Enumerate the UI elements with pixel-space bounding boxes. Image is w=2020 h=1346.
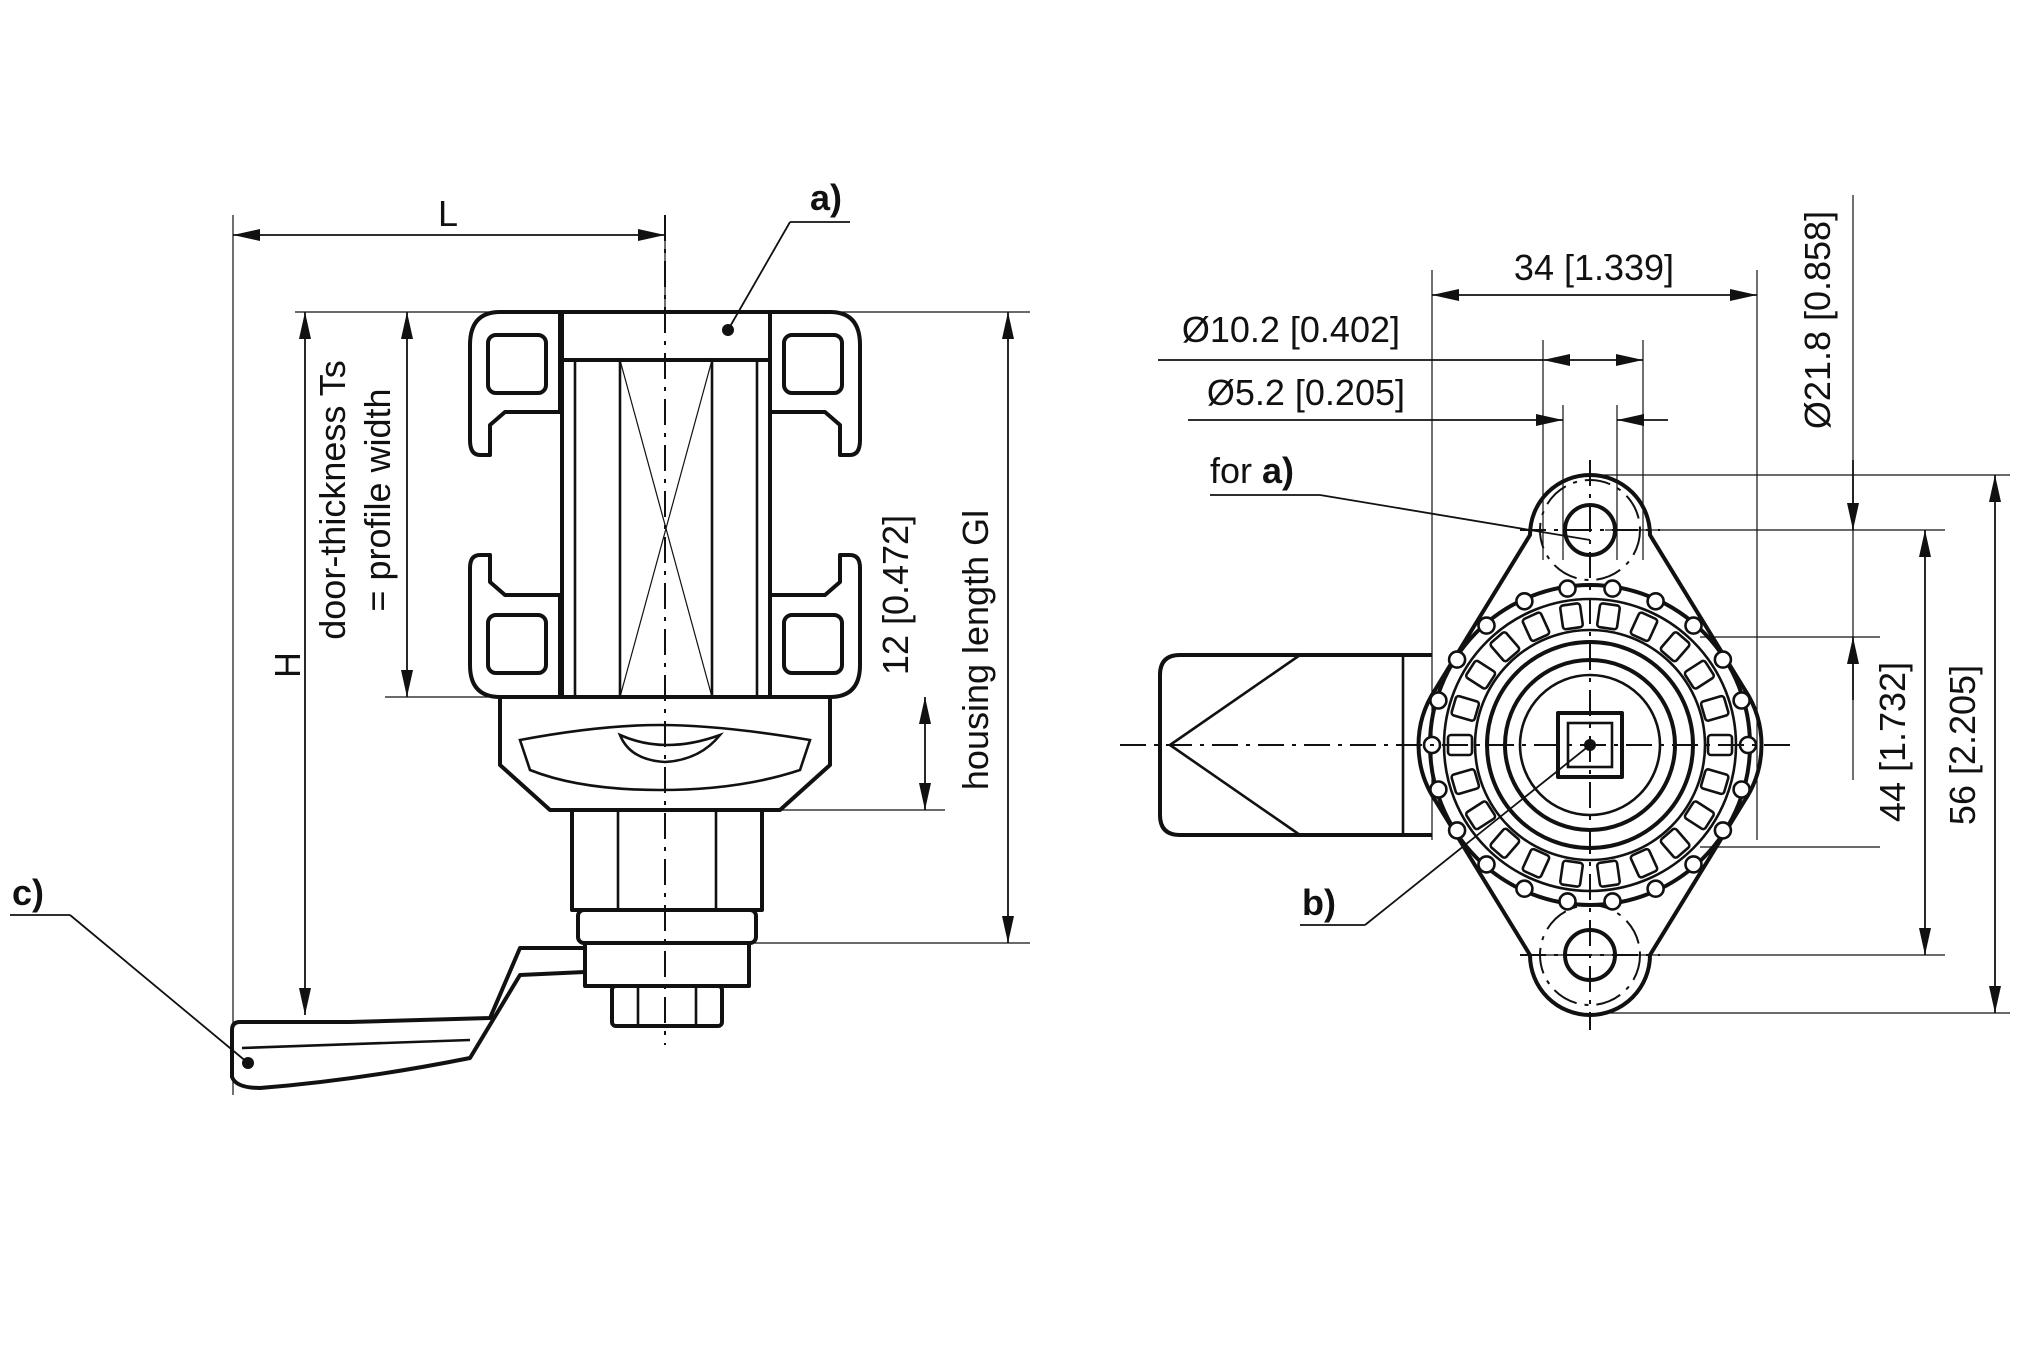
callout-a: a) <box>727 177 850 331</box>
knurl-slot <box>1464 659 1497 690</box>
knurl-bump <box>1603 579 1622 598</box>
knurl-slot <box>1659 827 1691 859</box>
door-thickness-label-2: = profile width <box>357 388 398 611</box>
knurl-slot <box>1683 800 1716 831</box>
knurl-bump <box>1447 650 1467 669</box>
dimension-H-label: H <box>267 652 308 678</box>
dimension-H: H <box>267 312 311 1015</box>
dimension-56-label: 56 [2.205] <box>1942 665 1983 825</box>
dimension-44-label: 44 [1.732] <box>1872 662 1913 822</box>
knurl-slot <box>1489 827 1521 859</box>
knurl-bump <box>1429 780 1448 799</box>
dimension-d5-label: Ø5.2 [0.205] <box>1207 372 1405 413</box>
knurl-bump <box>1515 591 1534 611</box>
knurl-bump <box>1684 855 1703 874</box>
knurl-slot <box>1464 800 1497 831</box>
knurl-slot <box>1450 768 1481 796</box>
knurl-slot <box>1629 611 1659 643</box>
profile-section-right <box>768 310 862 699</box>
dimension-12: 12 [0.472] <box>875 515 931 810</box>
knurl-bump <box>1477 855 1496 874</box>
knurl-bump <box>1477 616 1496 635</box>
front-view: 34 [1.339] Ø10.2 [0.402] Ø5.2 [0.205] Ø2… <box>1120 195 2010 1030</box>
dimension-d21: Ø21.8 [0.858] <box>1797 211 1859 700</box>
dimension-34-label: 34 [1.339] <box>1514 247 1674 288</box>
dimension-34: 34 [1.339] <box>1432 247 1757 301</box>
dimension-L-label: L <box>438 193 458 234</box>
side-view: L H door-thickness Ts = profile width 12… <box>10 177 1030 1095</box>
knurl-bump <box>1646 879 1665 899</box>
knurl-slot <box>1659 631 1691 663</box>
dimension-L: L <box>233 193 665 241</box>
knurl-bump <box>1558 892 1577 911</box>
dimension-d10: Ø10.2 [0.402] <box>1158 309 1643 366</box>
knurl-slot <box>1489 631 1521 663</box>
housing-length-label: housing length Gl <box>955 510 996 790</box>
dimension-d5: Ø5.2 [0.205] <box>1188 372 1668 426</box>
callout-for-a: for a) <box>1210 450 1591 541</box>
profile-section-left <box>468 310 562 699</box>
dimension-56: 56 [2.205] <box>1942 475 2001 1013</box>
knurl-bump <box>1603 892 1622 911</box>
callout-for-a-label: for a) <box>1210 450 1294 491</box>
knurl-slot <box>1699 768 1730 796</box>
housing-nut <box>498 695 832 812</box>
knurl-slot <box>1595 602 1622 631</box>
knurl-slot <box>1558 859 1585 888</box>
knurl-slot <box>1521 611 1551 643</box>
callout-c: c) <box>10 872 249 1064</box>
knurl-bump <box>1732 691 1751 710</box>
knurl-bump <box>1713 821 1733 840</box>
dimension-door-thickness: door-thickness Ts = profile width <box>312 312 413 697</box>
dimension-44: 44 [1.732] <box>1872 530 1931 955</box>
knurl-slot <box>1629 847 1659 879</box>
dimension-12-label: 12 [0.472] <box>875 515 916 675</box>
knurl-bump <box>1429 691 1448 710</box>
knurl-slot <box>1595 859 1622 888</box>
knurl-slot <box>1699 694 1730 722</box>
dimension-d10-label: Ø10.2 [0.402] <box>1182 309 1400 350</box>
knurl-bump <box>1732 780 1751 799</box>
knurl-bump <box>1713 650 1733 669</box>
knurl-slot <box>1450 694 1481 722</box>
dimension-d21-label: Ø21.8 [0.858] <box>1797 211 1838 429</box>
callout-b-label: b) <box>1302 882 1336 923</box>
cam-tongue <box>1158 653 1432 837</box>
knurl-slot <box>1521 847 1551 879</box>
callout-b: b) <box>1300 744 1591 926</box>
dimension-housing-length: housing length Gl <box>955 312 1014 943</box>
knurl-bump <box>1646 591 1665 611</box>
cam-lever <box>230 946 587 1090</box>
callout-c-label: c) <box>12 872 44 913</box>
knurl-bump <box>1447 821 1467 840</box>
lock-shaft <box>570 808 764 1028</box>
knurl-slot <box>1683 659 1716 690</box>
knurl-bump <box>1515 879 1534 899</box>
door-thickness-label-1: door-thickness Ts <box>312 360 353 639</box>
knurl-bump <box>1684 616 1703 635</box>
knurl-slot <box>1558 602 1585 631</box>
callout-a-label: a) <box>810 177 842 218</box>
knurl-bump <box>1558 579 1577 598</box>
